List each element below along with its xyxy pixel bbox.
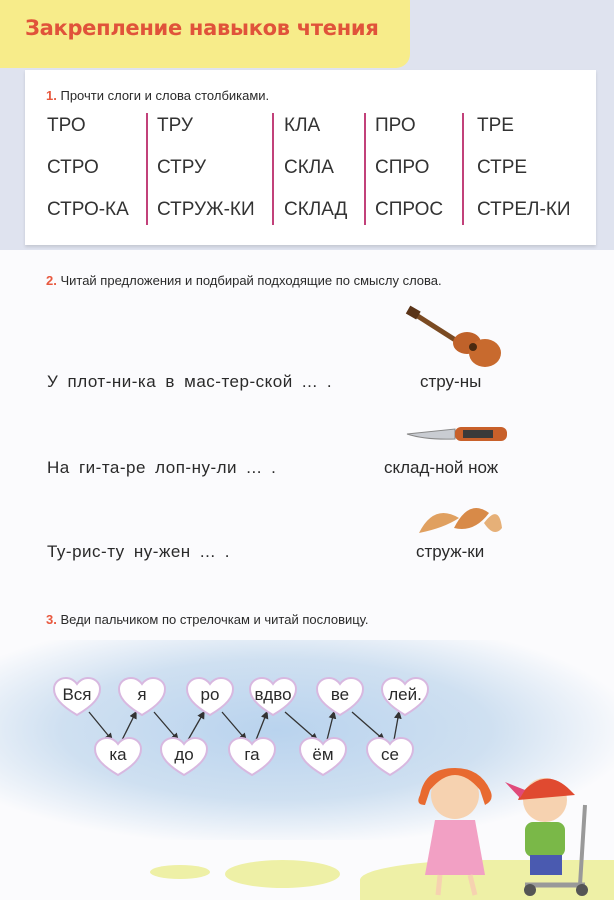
page-title: Закрепление навыков чтения bbox=[25, 16, 379, 40]
syllable-text: лей. bbox=[388, 685, 422, 704]
arrow-down bbox=[351, 711, 385, 741]
answer-word-2: склад-ной нож bbox=[384, 458, 499, 477]
syllable-heart: лей. bbox=[380, 677, 430, 717]
syllable-heart: я bbox=[117, 677, 167, 717]
arrow-down bbox=[153, 711, 179, 741]
arrow-up bbox=[121, 710, 137, 741]
syllable-text: вдво bbox=[254, 685, 292, 704]
syllable-cell: СТРУЖ-КИ bbox=[157, 199, 255, 220]
syllable-cell: ТРО bbox=[47, 115, 86, 136]
syllable-heart: ка bbox=[93, 737, 143, 777]
syllable-cell: СПРО bbox=[375, 157, 430, 178]
syllable-cell: КЛА bbox=[284, 115, 321, 136]
sentence-1: У плот-ни-ка в мас-тер-ской ... . bbox=[47, 372, 333, 391]
syllable-cell: ТРУ bbox=[157, 115, 193, 136]
task1-instruction: 1. Прочти слоги и слова столбиками. bbox=[46, 88, 270, 103]
syllable-heart: Вся bbox=[52, 677, 102, 717]
arrow-down bbox=[88, 711, 113, 742]
syllable-cell: СТРО-КА bbox=[47, 199, 129, 220]
arrow-down bbox=[284, 711, 318, 741]
arrow-up bbox=[255, 710, 269, 741]
arrow-up bbox=[326, 710, 337, 741]
syllable-cell: СТРО bbox=[47, 157, 99, 178]
syllable-heart: вдво bbox=[248, 677, 298, 717]
syllable-text: ро bbox=[200, 685, 220, 704]
arrow-up bbox=[187, 710, 205, 741]
grass-patch bbox=[225, 860, 340, 888]
syllable-heart: га bbox=[227, 737, 277, 777]
task1-card bbox=[25, 70, 596, 245]
task2-instruction: 2. Читай предложения и подбирай подходящ… bbox=[46, 273, 442, 288]
syllable-heart: се bbox=[365, 737, 415, 777]
syllable-cell: СТРУ bbox=[157, 157, 207, 178]
arrow-up bbox=[393, 710, 402, 741]
syllable-heart: ве bbox=[315, 677, 365, 717]
syllable-text: до bbox=[174, 745, 194, 764]
answer-word-1: стру-ны bbox=[420, 372, 482, 391]
syllable-cell: СТРЕ bbox=[477, 157, 528, 178]
syllable-cell: СТРЕЛ-КИ bbox=[477, 199, 571, 220]
answer-word-3: струж-ки bbox=[416, 542, 485, 561]
syllable-text: га bbox=[244, 745, 260, 764]
syllable-text: ка bbox=[109, 745, 127, 764]
grass-patch bbox=[150, 865, 210, 879]
column-divider bbox=[272, 113, 274, 225]
column-divider bbox=[462, 113, 464, 225]
header-banner: Закрепление навыков чтения bbox=[0, 0, 410, 68]
guitar-icon bbox=[405, 305, 501, 367]
syllable-heart: до bbox=[159, 737, 209, 777]
column-divider bbox=[146, 113, 148, 225]
knife-icon bbox=[406, 427, 507, 441]
syllable-cell: СКЛАД bbox=[284, 199, 348, 220]
children-illustration bbox=[418, 768, 588, 896]
syllable-heart: ём bbox=[298, 737, 348, 777]
syllable-heart: ро bbox=[185, 677, 235, 717]
syllable-cell: ТРЕ bbox=[477, 115, 514, 136]
syllable-text: ве bbox=[330, 685, 350, 704]
syllable-text: се bbox=[381, 745, 399, 764]
syllable-cell: ПРО bbox=[375, 115, 416, 136]
wood-shavings-icon bbox=[419, 508, 502, 533]
syllable-text: я bbox=[137, 685, 147, 704]
syllable-text: ём bbox=[312, 745, 334, 764]
syllable-text: Вся bbox=[62, 685, 92, 704]
grass-patch bbox=[360, 860, 614, 900]
arrow-down bbox=[221, 711, 247, 741]
sentence-3: Ту-рис-ту ну-жен ... . bbox=[47, 542, 231, 561]
task3-instruction: 3. Веди пальчиком по стрелочкам и читай … bbox=[46, 612, 369, 627]
sentence-2: На ги-та-ре лоп-ну-ли ... . bbox=[47, 458, 277, 477]
syllable-cell: СКЛА bbox=[284, 157, 334, 178]
syllable-cell: СПРОС bbox=[375, 199, 444, 220]
column-divider bbox=[364, 113, 366, 225]
